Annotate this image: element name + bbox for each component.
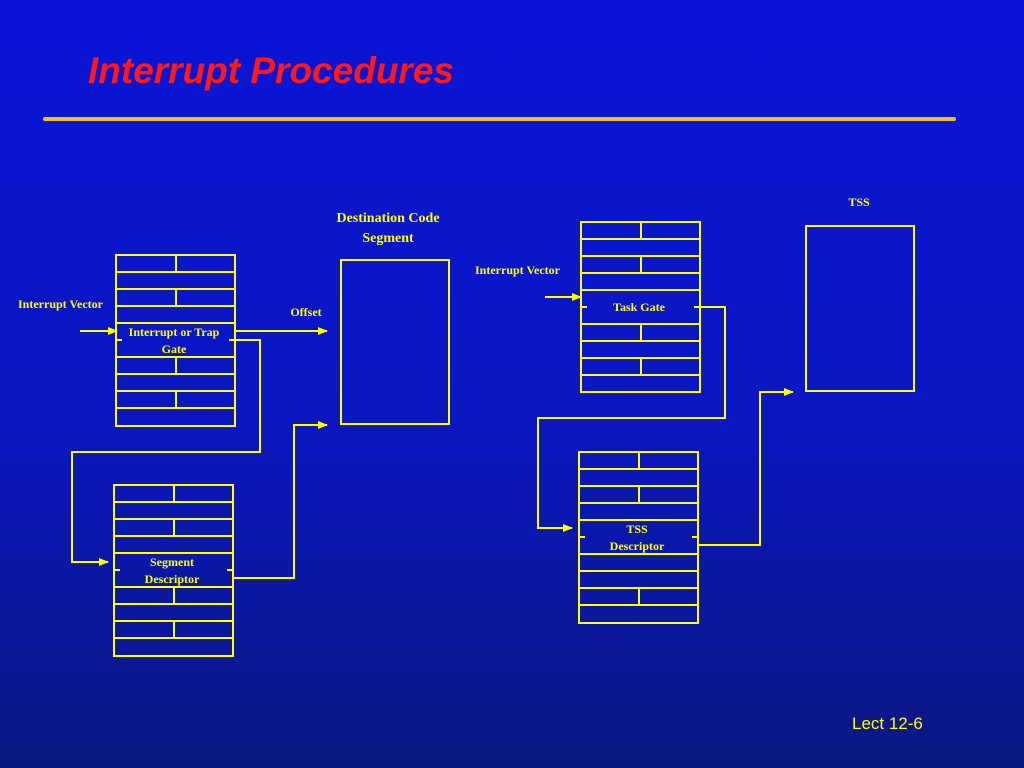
segment-descriptor-label-line1: Segment xyxy=(150,555,194,569)
right-interrupt-vector-label: Interrupt Vector xyxy=(475,263,561,277)
destination-label-line1: Destination Code xyxy=(336,211,439,226)
destination-label-line2: Segment xyxy=(362,231,414,246)
gate-label-line2: Gate xyxy=(162,342,187,356)
gate-to-segment-connector xyxy=(71,339,261,566)
destination-code-segment xyxy=(340,259,450,425)
offset-label: Offset xyxy=(290,305,321,319)
left-descriptor-table xyxy=(115,254,236,427)
task-gate-to-tss-descriptor-connector xyxy=(537,306,726,532)
segment-to-code-connector xyxy=(233,421,328,579)
tss-descriptor-to-tss-connector xyxy=(698,388,794,546)
tss-descriptor-label-line2: Descriptor xyxy=(610,539,665,553)
task-gate-label: Task Gate xyxy=(613,300,666,314)
left-interrupt-vector-label: Interrupt Vector xyxy=(18,297,104,311)
left-segment-table xyxy=(113,484,234,657)
tss-box xyxy=(805,225,915,392)
right-gdt-table xyxy=(578,451,699,624)
tss-descriptor-label-line1: TSS xyxy=(626,522,648,536)
gate-label-line1: Interrupt or Trap xyxy=(129,325,220,339)
title-underline xyxy=(43,117,956,121)
segment-descriptor-label-line2: Descriptor xyxy=(145,572,200,586)
slide-footer: Lect 12-6 xyxy=(852,714,923,733)
tss-label: TSS xyxy=(848,195,870,209)
slide-title: Interrupt Procedures xyxy=(88,50,454,91)
